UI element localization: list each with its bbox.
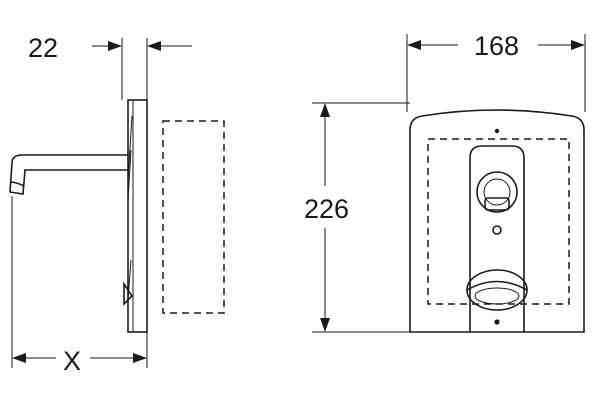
front-top-dot bbox=[494, 128, 500, 134]
front-sensor-window bbox=[466, 269, 528, 311]
dim-plate-depth-label: 22 bbox=[28, 33, 58, 63]
dim-plate-depth: 22 bbox=[28, 33, 192, 100]
front-spout-outlet bbox=[476, 171, 518, 213]
front-cover-plate bbox=[409, 109, 585, 333]
dim-width: 168 bbox=[406, 31, 586, 112]
side-concealed-box bbox=[162, 120, 225, 314]
side-view: 22 X bbox=[9, 33, 225, 376]
side-spout bbox=[9, 154, 128, 195]
dim-spout-projection-label: X bbox=[63, 346, 81, 376]
sensor-window bbox=[123, 281, 134, 306]
front-indicator bbox=[492, 225, 502, 235]
side-wall-plate bbox=[127, 99, 148, 333]
dim-height: 226 bbox=[304, 102, 410, 333]
dim-height-label: 226 bbox=[304, 194, 349, 224]
front-bottom-dot bbox=[494, 319, 500, 325]
front-center-slot bbox=[469, 145, 525, 332]
front-view: 226 168 bbox=[304, 31, 586, 333]
dim-width-label: 168 bbox=[474, 31, 519, 61]
front-concealed-box bbox=[427, 138, 570, 305]
dim-spout-projection: X bbox=[11, 196, 148, 376]
